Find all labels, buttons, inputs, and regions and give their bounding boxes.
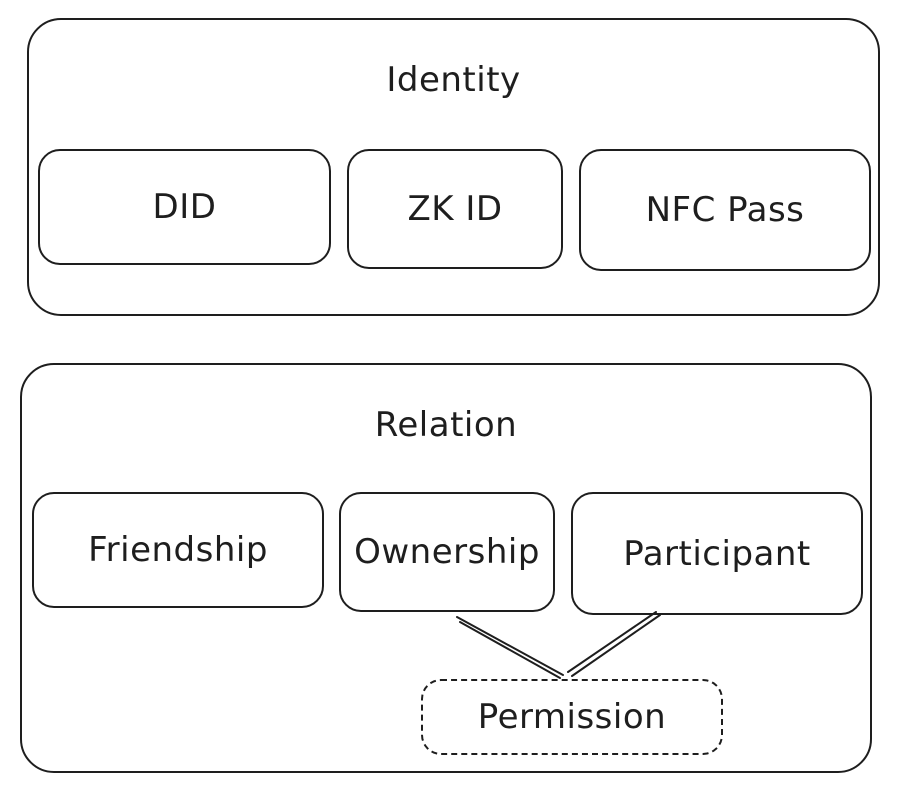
node-participant-label: Participant — [623, 533, 811, 574]
relation-group: Relation — [20, 363, 872, 773]
node-did-label: DID — [152, 187, 217, 227]
node-did[interactable]: DID — [38, 149, 331, 265]
node-nfc-pass-label: NFC Pass — [645, 190, 805, 230]
node-ownership[interactable]: Ownership — [339, 492, 555, 612]
identity-group: Identity — [27, 18, 880, 316]
identity-title: Identity — [386, 60, 521, 100]
node-permission-label: Permission — [477, 697, 667, 737]
node-participant[interactable]: Participant — [571, 492, 863, 615]
node-friendship[interactable]: Friendship — [32, 492, 324, 608]
node-nfc-pass[interactable]: NFC Pass — [579, 149, 871, 271]
node-ownership-label: Ownership — [354, 532, 540, 572]
node-zk-id[interactable]: ZK ID — [347, 149, 563, 269]
relation-title: Relation — [374, 405, 518, 445]
node-zk-id-label: ZK ID — [407, 189, 503, 229]
node-friendship-label: Friendship — [88, 530, 268, 570]
node-permission[interactable]: Permission — [421, 679, 723, 755]
